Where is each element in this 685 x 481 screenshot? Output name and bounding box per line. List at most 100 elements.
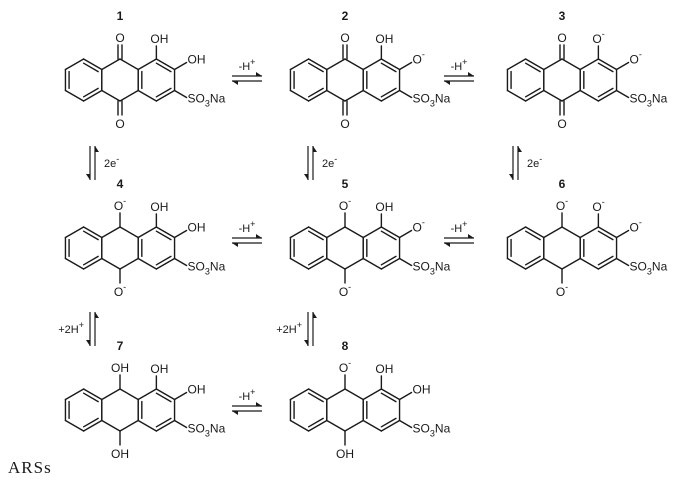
- right-ring-double-bond: [597, 87, 614, 98]
- right-ring-double-bond: [155, 417, 172, 428]
- left-ring-bond: [289, 58, 310, 71]
- arrowhead: [86, 174, 90, 180]
- compound-number: 1: [117, 9, 124, 23]
- arrowhead: [509, 174, 513, 180]
- middle-ring-bond: [119, 257, 139, 270]
- compound-number: 2: [342, 9, 349, 23]
- equilibrium-2-3: -H+: [444, 57, 474, 85]
- bond: [615, 257, 630, 267]
- left-ring-double-bond: [307, 87, 324, 98]
- right-ring-double-bond: [597, 255, 614, 266]
- left-ring-bond: [82, 388, 103, 401]
- top-substituent: O: [557, 31, 566, 45]
- left-ring-double-bond: [307, 392, 324, 403]
- arrowhead: [95, 312, 99, 318]
- right-ring-bond: [362, 388, 383, 401]
- left-ring-double-bond: [82, 417, 99, 428]
- arrowhead: [256, 234, 262, 238]
- middle-ring-bond: [101, 419, 121, 432]
- left-ring-bond: [64, 58, 85, 71]
- top-substituent: O-: [339, 358, 351, 375]
- left-ring-bond: [64, 89, 85, 102]
- left-ring-bond: [524, 257, 545, 270]
- middle-ring-bond: [326, 58, 346, 71]
- arrowhead: [468, 234, 474, 238]
- reaction-label: -H+: [239, 57, 256, 73]
- right-ring-bond: [137, 89, 158, 102]
- reaction-label: -H+: [239, 219, 256, 235]
- arrowhead: [313, 312, 317, 318]
- right-ring-bond: [380, 89, 401, 102]
- left-ring-bond: [289, 257, 310, 270]
- substituent-r1: OH: [375, 32, 393, 46]
- right-ring-bond: [155, 226, 176, 239]
- middle-ring-bond: [344, 58, 364, 71]
- arrowhead: [95, 146, 99, 152]
- bottom-substituent: O-: [339, 282, 351, 299]
- bottom-substituent: OH: [111, 447, 129, 461]
- reaction-label: -H+: [451, 57, 468, 73]
- left-ring-double-bond: [82, 87, 99, 98]
- bottom-substituent: O: [115, 117, 124, 131]
- middle-ring-bond: [101, 89, 121, 102]
- compound-number: 4: [117, 177, 124, 191]
- bond: [173, 89, 188, 99]
- middle-ring-bond: [119, 419, 139, 432]
- middle-ring-bond: [119, 58, 139, 71]
- right-ring-double-bond: [155, 255, 172, 266]
- sulfonate-label: SO3Na: [188, 260, 226, 277]
- middle-ring-bond: [561, 257, 581, 270]
- arrowhead: [232, 411, 238, 415]
- substituent-r1: OH: [150, 32, 168, 46]
- left-ring-bond: [307, 419, 328, 432]
- middle-ring-bond: [561, 58, 581, 71]
- left-ring-double-bond: [524, 230, 541, 241]
- middle-ring-bond: [344, 388, 364, 401]
- left-ring-bond: [307, 257, 328, 270]
- arrowhead: [86, 340, 90, 346]
- substituent-r1: O-: [592, 29, 604, 46]
- reaction-label: -H+: [451, 219, 468, 235]
- equilibrium-2-5: 2e-: [304, 146, 337, 180]
- middle-ring-bond: [101, 58, 121, 71]
- compound-number: 8: [342, 339, 349, 353]
- left-ring-bond: [82, 58, 103, 71]
- right-ring-double-bond: [380, 417, 397, 428]
- left-ring-bond: [506, 58, 527, 71]
- compound-number: 3: [559, 9, 566, 23]
- right-ring-bond: [155, 257, 176, 270]
- compound-number: 7: [117, 339, 124, 353]
- compound-number: 6: [559, 177, 566, 191]
- sulfonate-label: SO3Na: [413, 260, 451, 277]
- arrowhead: [232, 81, 238, 85]
- right-ring-bond: [380, 58, 401, 71]
- arrowhead: [304, 174, 308, 180]
- bond: [398, 257, 413, 267]
- right-ring-bond: [155, 89, 176, 102]
- bottom-substituent: OH: [336, 447, 354, 461]
- left-ring-bond: [64, 257, 85, 270]
- left-ring-double-bond: [524, 255, 541, 266]
- equilibrium-4-5: -H+: [232, 219, 262, 247]
- compound-number: 5: [342, 177, 349, 191]
- substituent-r2: OH: [188, 221, 206, 235]
- right-ring-bond: [579, 257, 600, 270]
- bond: [615, 89, 630, 99]
- left-ring-bond: [524, 58, 545, 71]
- left-ring-bond: [64, 226, 85, 239]
- left-ring-bond: [524, 226, 545, 239]
- right-ring-bond: [380, 419, 401, 432]
- bond: [173, 257, 188, 267]
- middle-ring-bond: [344, 89, 364, 102]
- left-ring-bond: [307, 58, 328, 71]
- right-ring-double-bond: [155, 87, 172, 98]
- right-ring-double-bond: [155, 230, 172, 241]
- equilibrium-1-2: -H+: [232, 57, 262, 85]
- middle-ring-bond: [326, 419, 346, 432]
- equilibrium-7-8: -H+: [232, 387, 262, 415]
- left-ring-bond: [289, 388, 310, 401]
